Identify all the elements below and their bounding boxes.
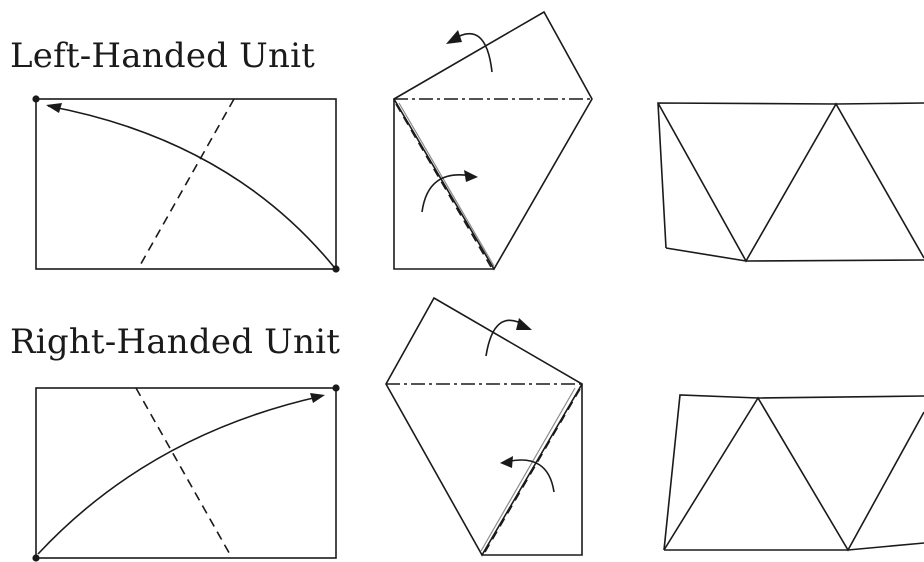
right-unit-corner-dot-top: [332, 384, 340, 392]
right-unit-middle-arrow: [505, 459, 555, 493]
right-unit-step2-folded: [385, 296, 584, 557]
right-unit-crease-line: [135, 387, 233, 559]
right-unit-fold-arrow: [37, 395, 323, 555]
left-unit-crease-line: [137, 98, 235, 270]
right-unit-valley-fold-line: [484, 388, 581, 553]
right-handed-unit-title: Right-Handed Unit: [10, 322, 341, 362]
left-unit-valley-fold-line: [395, 103, 492, 268]
left-unit-fold-arrow: [47, 105, 335, 268]
left-unit-step2-folded: [392, 10, 593, 271]
left-unit-corner-dot-top: [32, 95, 40, 103]
right-unit-arrowhead: [310, 393, 325, 403]
left-unit-step1-rectangle: [32, 95, 340, 273]
left-unit-corner-dot-bottom: [332, 265, 340, 273]
right-unit-step1-rectangle: [32, 384, 340, 562]
right-unit-corner-dot-bottom: [32, 554, 40, 562]
left-unit-step3-result: [657, 102, 924, 263]
right-unit-step3-result: [663, 394, 924, 552]
left-unit-middle-arrow: [421, 174, 473, 213]
left-handed-unit-title: Left-Handed Unit: [10, 36, 315, 76]
left-unit-arrowhead: [46, 103, 62, 113]
